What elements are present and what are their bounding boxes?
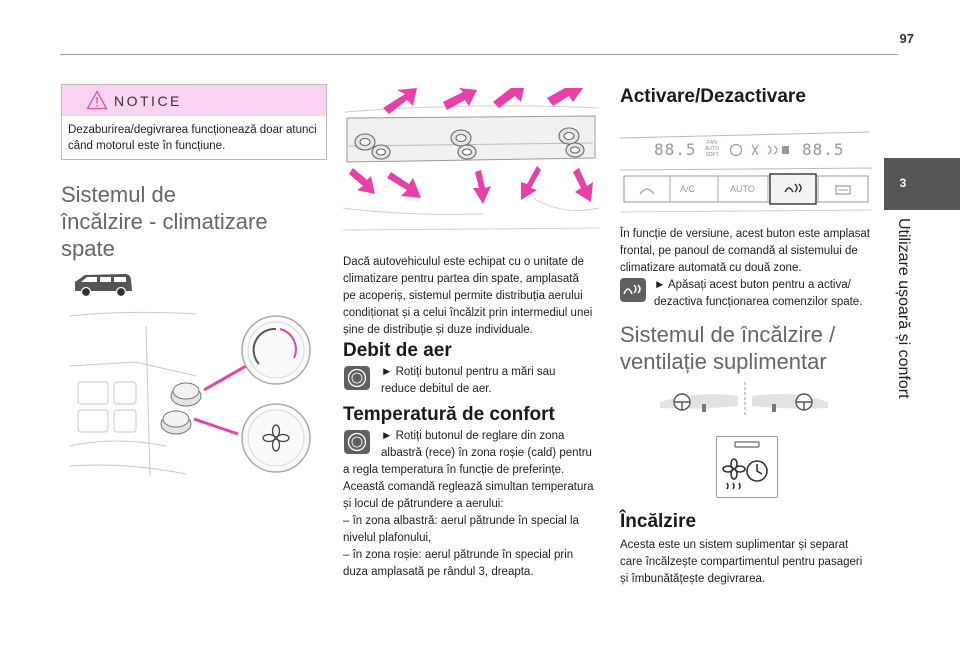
notice-header <box>62 85 326 116</box>
text-line: șine de distribuție și duze individuale. <box>343 324 533 336</box>
text-line: și locul de pătrundere a aerului: <box>343 498 504 510</box>
chapter-tab[interactable] <box>884 158 960 210</box>
text-line: În funcție de versiune, acest buton este… <box>620 228 870 240</box>
fan-button-icon <box>344 366 370 390</box>
text-line: care încălzește compartimentul pentru pa… <box>620 556 863 568</box>
aux-heater-button[interactable] <box>716 436 778 498</box>
text-line: ► Apăsați acest buton pentru a activa/ <box>654 279 851 291</box>
extra-heating-title: Sistemul de încălzire / ventilație supli… <box>620 321 882 375</box>
text-line: Dacă autovehiculul este echipat cu o uni… <box>343 256 585 268</box>
rear-system-title: Sistemul de încălzire - climatizare spat… <box>61 181 321 262</box>
rear-climate-button[interactable] <box>782 180 806 198</box>
fan-timer-icon <box>722 441 768 490</box>
warning-triangle-icon <box>86 90 108 110</box>
mode-label: AUTO <box>705 146 719 152</box>
extra-title-line: Sistemul de încălzire / <box>620 322 836 347</box>
panel-symbols-icon <box>729 143 789 157</box>
rear-climate-button-icon <box>620 278 646 302</box>
text-line: Această comandă reglează simultan temper… <box>343 481 594 493</box>
climate-control-panel: 88.5 88.5 FAN AUTO SOFT A/C AUTO <box>620 126 872 214</box>
text-line: climatizare pentru partea din spate, amp… <box>343 273 579 285</box>
rear-controls-illustration <box>69 311 311 477</box>
temp-display-right: 88.5 <box>802 140 845 159</box>
text-line: – în zona roșie: aerul pătrunde în speci… <box>343 549 574 561</box>
page-number: 97 <box>899 31 914 46</box>
text-line: reduce debitul de aer. <box>381 383 492 395</box>
temp-display-left: 88.5 <box>654 140 697 159</box>
activation-title: Activare/Dezactivare <box>620 86 806 107</box>
chapter-title: Utilizare ușoară și confort <box>895 218 912 399</box>
notice-text: Dezaburirea/degivrarea funcționează doar… <box>68 124 317 152</box>
text-line: Acesta este un sistem suplimentar și sep… <box>620 539 849 551</box>
mode-label: FAN <box>707 140 717 146</box>
steering-layout-icons <box>660 382 828 416</box>
rear-defrost-icon[interactable] <box>834 184 852 196</box>
rear-intro-text: Dacă autovehiculul este echipat cu o uni… <box>343 254 601 339</box>
heating-title: Încălzire <box>620 511 697 532</box>
temperature-knob-icon <box>344 430 370 454</box>
text-line: frontal, pe panoul de comandă al sistemu… <box>620 245 858 257</box>
notice-box: NOTICE Dezaburirea/degivrarea funcționea… <box>61 84 327 160</box>
text-line: nivelul plafonului, <box>343 532 432 544</box>
comfort-temp-instruction: ► Rotiți butonul de reglare din zona alb… <box>381 428 601 462</box>
text-line: ► Rotiți butonul pentru a mări sau <box>381 366 556 378</box>
rear-title-line: spate <box>61 236 115 261</box>
air-flow-text: ► Rotiți butonul pentru a mări sau reduc… <box>381 364 601 398</box>
van-icon <box>75 274 132 298</box>
text-line: condiționat și a celui încălzit prin int… <box>343 307 593 319</box>
activation-instruction: ► Apăsați acest buton pentru a activa/ d… <box>654 277 884 311</box>
auto-button[interactable]: AUTO <box>730 184 755 194</box>
activation-intro-text: În funcție de versiune, acest buton este… <box>620 226 882 277</box>
text-line: duza amplasată pe rândul 3, dreapta. <box>343 566 534 578</box>
text-line: și îmbunătățește degivrarea. <box>620 573 766 585</box>
roof-vents-illustration <box>343 88 600 231</box>
text-line: ► Rotiți butonul de reglare din zona <box>381 430 565 442</box>
text-line: albastră (rece) în zona roșie (cald) pen… <box>381 447 592 459</box>
rear-title-line: Sistemul de <box>61 182 176 207</box>
chapter-number: 3 <box>899 176 907 190</box>
comfort-temp-title: Temperatură de confort <box>343 404 555 425</box>
front-defrost-icon[interactable] <box>638 184 656 196</box>
top-rule <box>60 54 898 55</box>
comfort-temp-text: a regla temperatura în funcție de prefer… <box>343 462 605 581</box>
text-line: climatizare automată cu două zone. <box>620 262 802 274</box>
notice-title: NOTICE <box>114 93 182 109</box>
air-flow-title: Debit de aer <box>343 340 452 361</box>
mode-label: SOFT <box>705 152 719 158</box>
text-line: a regla temperatura în funcție de prefer… <box>343 464 565 476</box>
text-line: dezactiva funcționarea comenzilor spate. <box>654 296 863 308</box>
text-line: pe acoperiș, sistemul permite distribuți… <box>343 290 583 302</box>
text-line: – în zona albastră: aerul pătrunde în sp… <box>343 515 579 527</box>
rear-title-line: încălzire - climatizare <box>61 209 268 234</box>
ac-button[interactable]: A/C <box>680 184 696 194</box>
mode-labels: FAN AUTO SOFT <box>704 140 720 158</box>
heating-text: Acesta este un sistem suplimentar și sep… <box>620 537 882 588</box>
extra-title-line: ventilație suplimentar <box>620 349 827 374</box>
